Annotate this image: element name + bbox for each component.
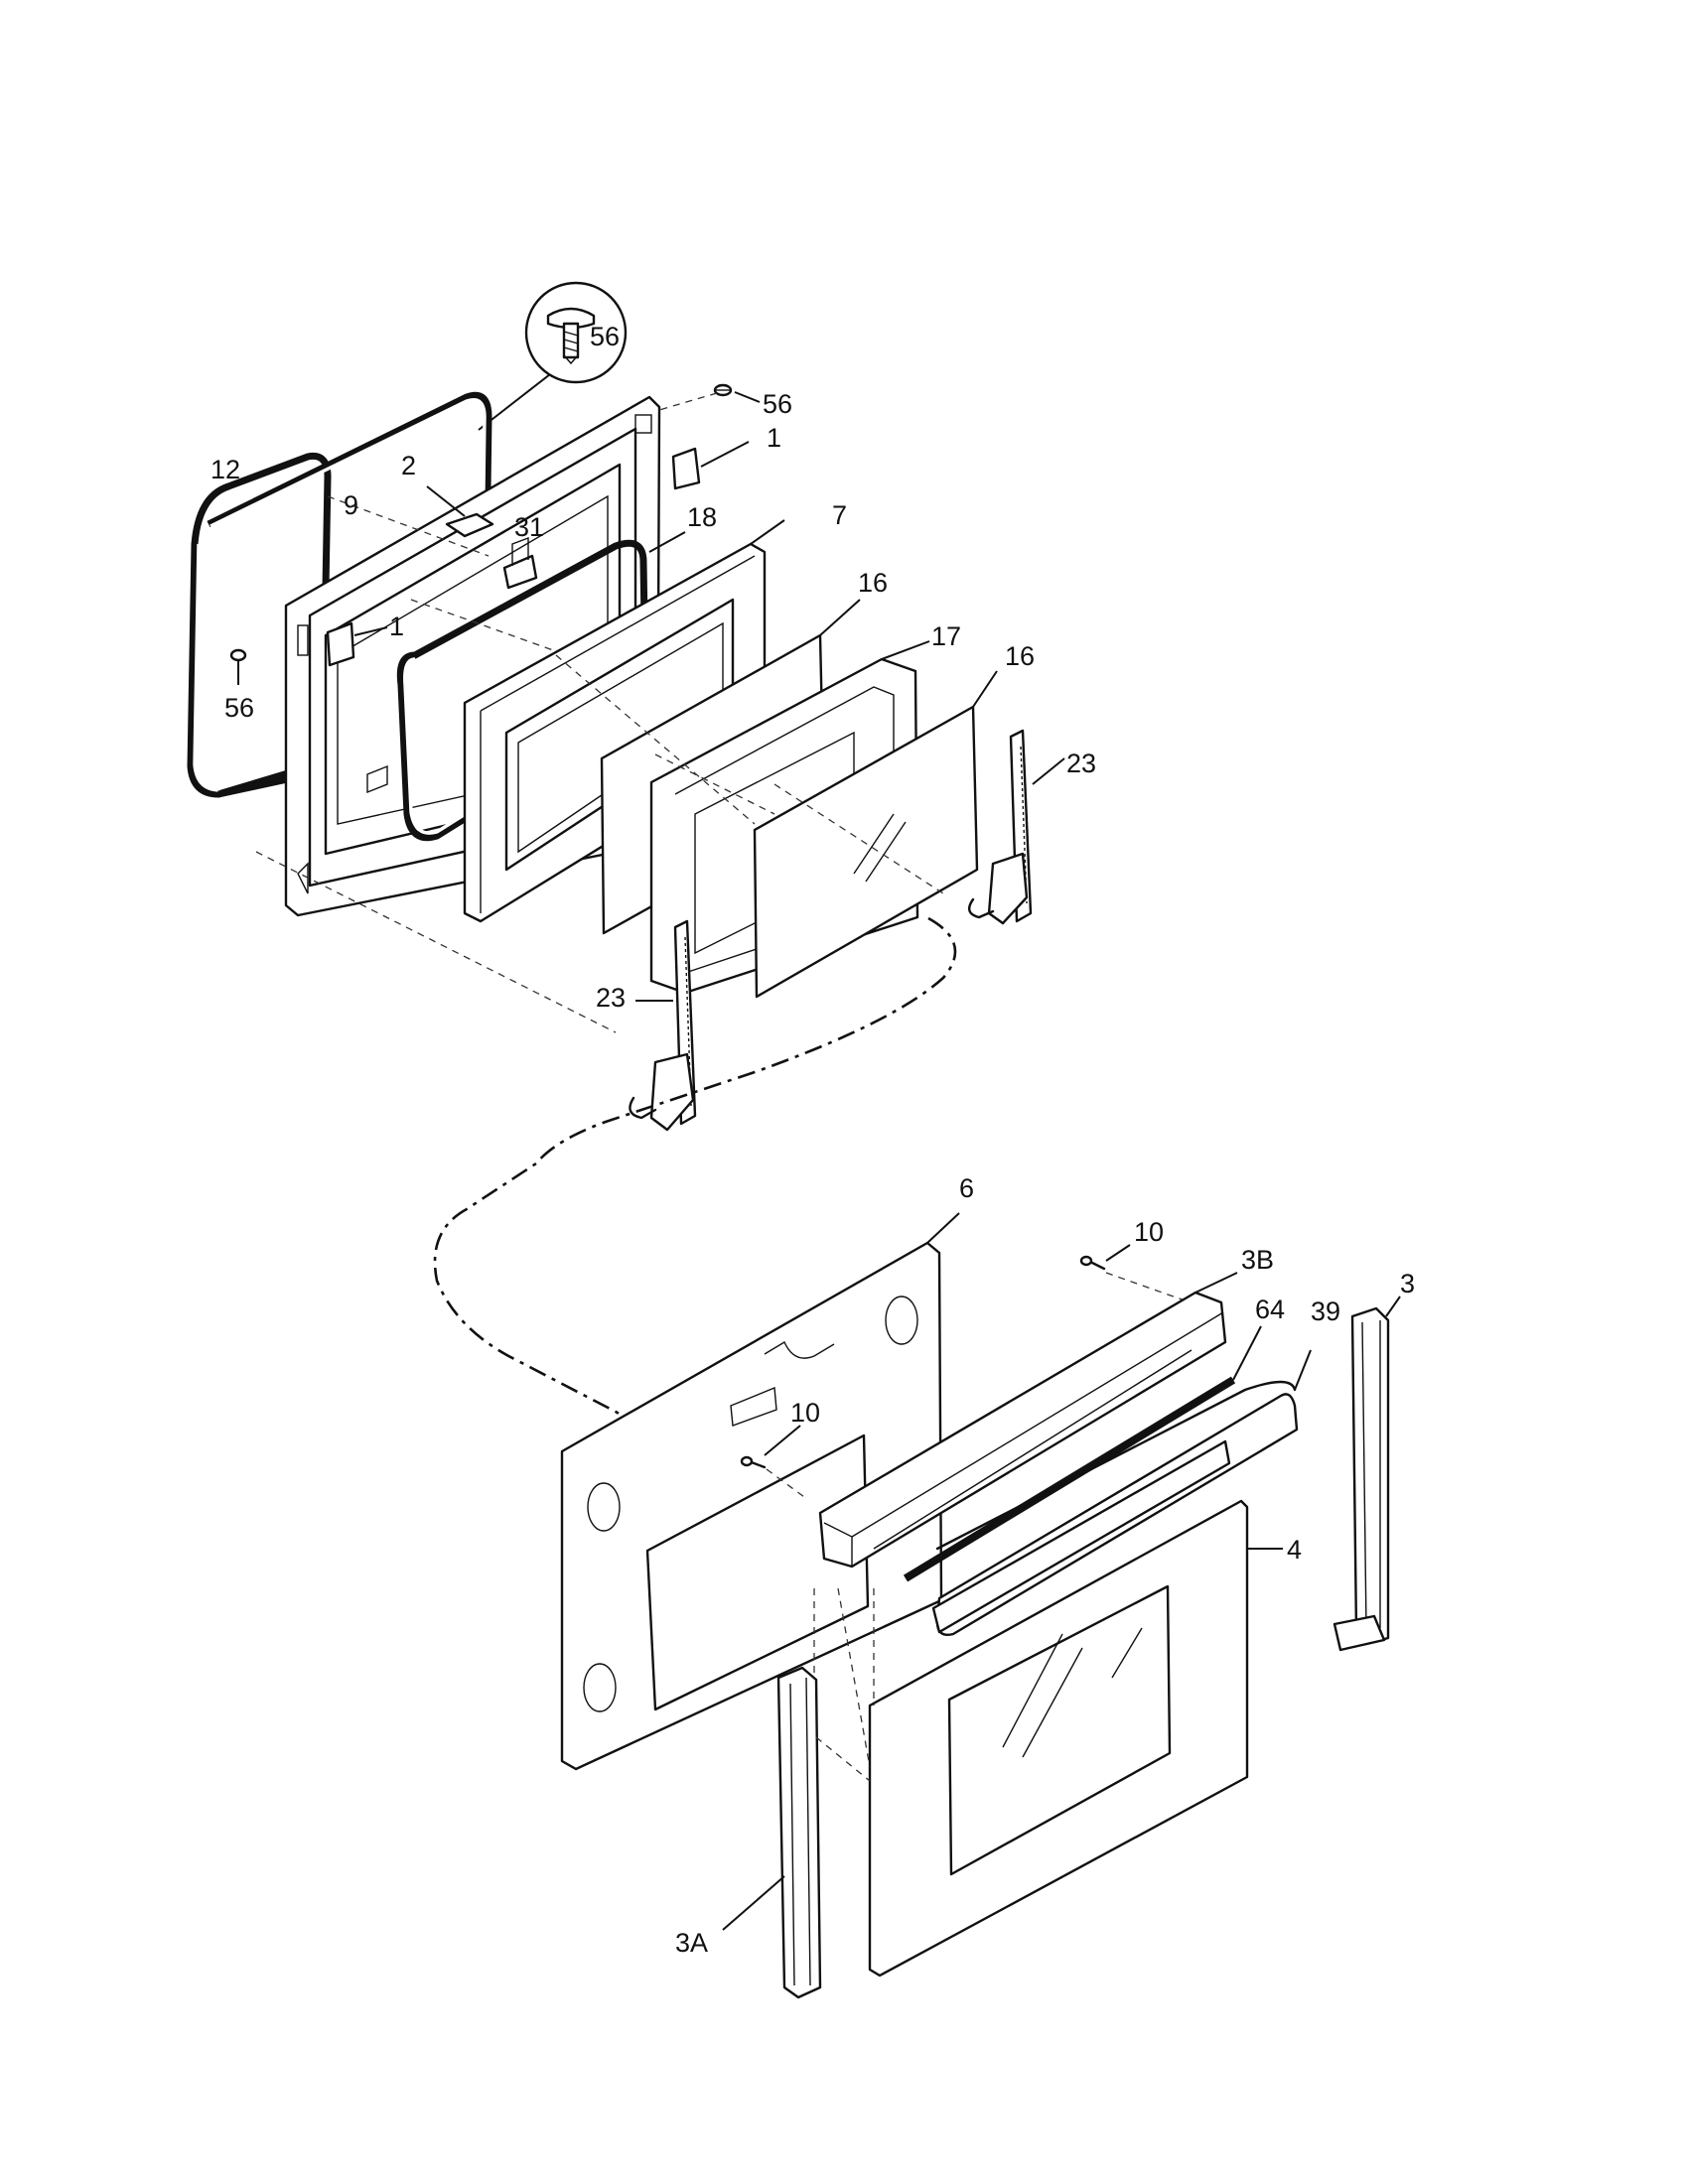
- callout-18: 18: [687, 502, 717, 532]
- callout-3: 3: [1400, 1269, 1415, 1298]
- hinge-bracket-1-top: [671, 441, 750, 490]
- hinge-23-right: [967, 729, 1065, 925]
- callout-16-b: 16: [1005, 641, 1035, 671]
- callout-56-detail: 56: [590, 322, 620, 351]
- callout-23-right: 23: [1066, 749, 1096, 778]
- screw-10-mid: [740, 1425, 805, 1498]
- hinge-bracket-1-left: [326, 621, 388, 667]
- callout-1-left: 1: [389, 612, 404, 641]
- hinge-23-left: [629, 919, 697, 1132]
- callout-17: 17: [931, 621, 961, 651]
- callout-16-a: 16: [858, 568, 888, 598]
- handle-trim-3B: [818, 1272, 1238, 1569]
- screw-detail-bubble: [478, 281, 628, 431]
- callout-1-top: 1: [767, 423, 781, 453]
- callout-39: 39: [1311, 1297, 1340, 1326]
- callout-56-top: 56: [763, 389, 792, 419]
- callout-64: 64: [1255, 1295, 1285, 1324]
- callout-31: 31: [514, 512, 544, 542]
- outer-door-panel-6: [560, 1212, 960, 1771]
- callout-23-left: 23: [596, 983, 626, 1013]
- door-front-panel-4: [868, 1499, 1283, 1978]
- callout-6: 6: [959, 1173, 974, 1203]
- callout-4: 4: [1287, 1535, 1302, 1565]
- callout-3A: 3A: [675, 1928, 708, 1958]
- end-cap-3: [1333, 1296, 1401, 1652]
- callout-10-mid: 10: [790, 1398, 820, 1428]
- clip-31: [502, 536, 538, 590]
- callout-10-top: 10: [1134, 1217, 1164, 1247]
- callout-12: 12: [210, 455, 240, 484]
- callout-9: 9: [344, 490, 358, 520]
- callout-3B: 3B: [1241, 1245, 1274, 1275]
- connection-line: [433, 916, 957, 1503]
- side-trim-3A: [722, 1666, 822, 1999]
- callout-7: 7: [832, 500, 847, 530]
- handle-front-grip: [931, 1439, 1231, 1634]
- seal-strip-64: [903, 1325, 1262, 1582]
- assembly-lines-bottom: [813, 1587, 875, 1782]
- screw-56-left: [229, 648, 247, 685]
- screw-10-top: [1079, 1244, 1202, 1307]
- callout-2: 2: [401, 451, 416, 480]
- bracket-2: [426, 485, 494, 538]
- glass-panel-16-b: [753, 670, 998, 999]
- callout-56-left: 56: [224, 693, 254, 723]
- assembly-lines-top: [255, 495, 944, 1033]
